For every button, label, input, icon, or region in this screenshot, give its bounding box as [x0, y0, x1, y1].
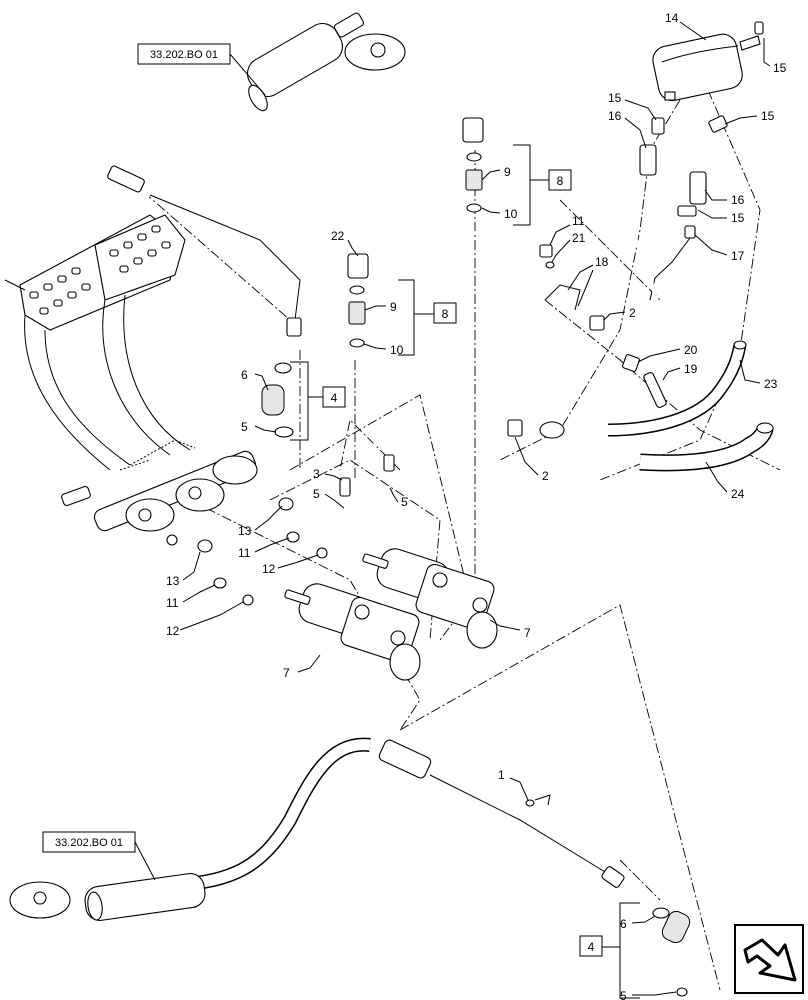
callout-20: 20 — [684, 343, 698, 357]
group-number: 4 — [588, 940, 595, 954]
callout-22: 22 — [331, 229, 345, 243]
callout-19: 19 — [684, 362, 698, 376]
callout-9-upper: 9 — [504, 165, 511, 179]
callout-10-lower: 10 — [390, 343, 404, 357]
callout-2-lower: 2 — [542, 469, 549, 483]
elbow-fitting-lower — [525, 794, 691, 997]
elbow-fitting-upper — [261, 362, 294, 438]
group-number: 8 — [442, 307, 449, 321]
callout-3: 3 — [313, 467, 320, 481]
callout-13-lower: 13 — [166, 574, 180, 588]
group-4-lower: 4 — [579, 902, 640, 999]
callout-7-right: 7 — [524, 626, 531, 640]
reference-label: 33.202.BO 01 — [150, 49, 218, 61]
pedal-pad-holes — [29, 225, 171, 315]
callout-1: 1 — [498, 768, 505, 782]
callout-5-upper: 5 — [241, 420, 248, 434]
brake-pipes — [339, 93, 657, 497]
callout-10-upper: 10 — [504, 207, 518, 221]
callout-15-lower: 15 — [731, 211, 745, 225]
upper-hose-assembly — [18, 12, 406, 337]
lower-hose-assembly — [9, 737, 625, 921]
callout-15-reservoir: 15 — [773, 61, 787, 75]
reference-33-202-bo-01-top[interactable]: 33.202.BO 01 — [137, 43, 266, 96]
callout-18: 18 — [595, 255, 609, 269]
phantom-lines — [129, 89, 781, 991]
reference-label: 33.202.BO 01 — [55, 837, 123, 849]
pivot-shaft — [61, 450, 258, 546]
brake-pedals — [4, 214, 196, 471]
callout-21: 21 — [572, 231, 586, 245]
callout-15-right: 15 — [761, 109, 775, 123]
callout-9-lower: 9 — [390, 300, 397, 314]
next-arrow-icon[interactable] — [734, 924, 804, 994]
callout-6-upper: 6 — [241, 368, 248, 382]
group-number: 4 — [331, 391, 338, 405]
callout-11-middle: 11 — [238, 546, 251, 560]
callout-7-left: 7 — [283, 666, 290, 680]
hoses — [607, 340, 774, 472]
callout-14: 14 — [665, 11, 679, 25]
master-cylinder-1 — [284, 583, 421, 681]
reservoir-hose-fittings — [639, 115, 728, 301]
callout-5-pipe: 5 — [313, 487, 320, 501]
group-8-lower: 8 — [398, 279, 457, 356]
leader-lines — [179, 21, 771, 996]
callout-15-left: 15 — [608, 91, 622, 105]
nuts-and-washers — [197, 497, 328, 606]
callout-12-upper: 12 — [262, 562, 276, 576]
reference-33-202-bo-01-bottom[interactable]: 33.202.BO 01 — [42, 831, 156, 881]
callout-16-left: 16 — [608, 109, 622, 123]
callout-24: 24 — [731, 487, 745, 501]
group-8-upper: 8 — [513, 144, 572, 226]
callout-11-lower: 11 — [166, 596, 179, 610]
union-fittings — [348, 152, 483, 348]
callout-2-upper: 2 — [629, 306, 636, 320]
callout-numbers: 14 15 15 16 15 16 15 17 9 10 11 21 22 18… — [166, 11, 787, 1000]
small-fittings — [507, 244, 667, 439]
master-cylinder-2 — [362, 548, 498, 649]
callout-6-lower: 6 — [620, 917, 627, 931]
callout-11-upper: 11 — [572, 214, 585, 228]
brake-fluid-reservoir — [652, 21, 764, 102]
callout-5-lower: 5 — [620, 989, 627, 1000]
group-number: 8 — [557, 174, 564, 188]
group-4-upper: 4 — [290, 361, 346, 441]
callout-13-upper: 13 — [238, 524, 252, 538]
callout-12-lower: 12 — [166, 624, 180, 638]
callout-23: 23 — [764, 377, 778, 391]
callout-17: 17 — [731, 249, 745, 263]
callout-16-right: 16 — [731, 193, 745, 207]
callout-5-right: 5 — [401, 495, 408, 509]
